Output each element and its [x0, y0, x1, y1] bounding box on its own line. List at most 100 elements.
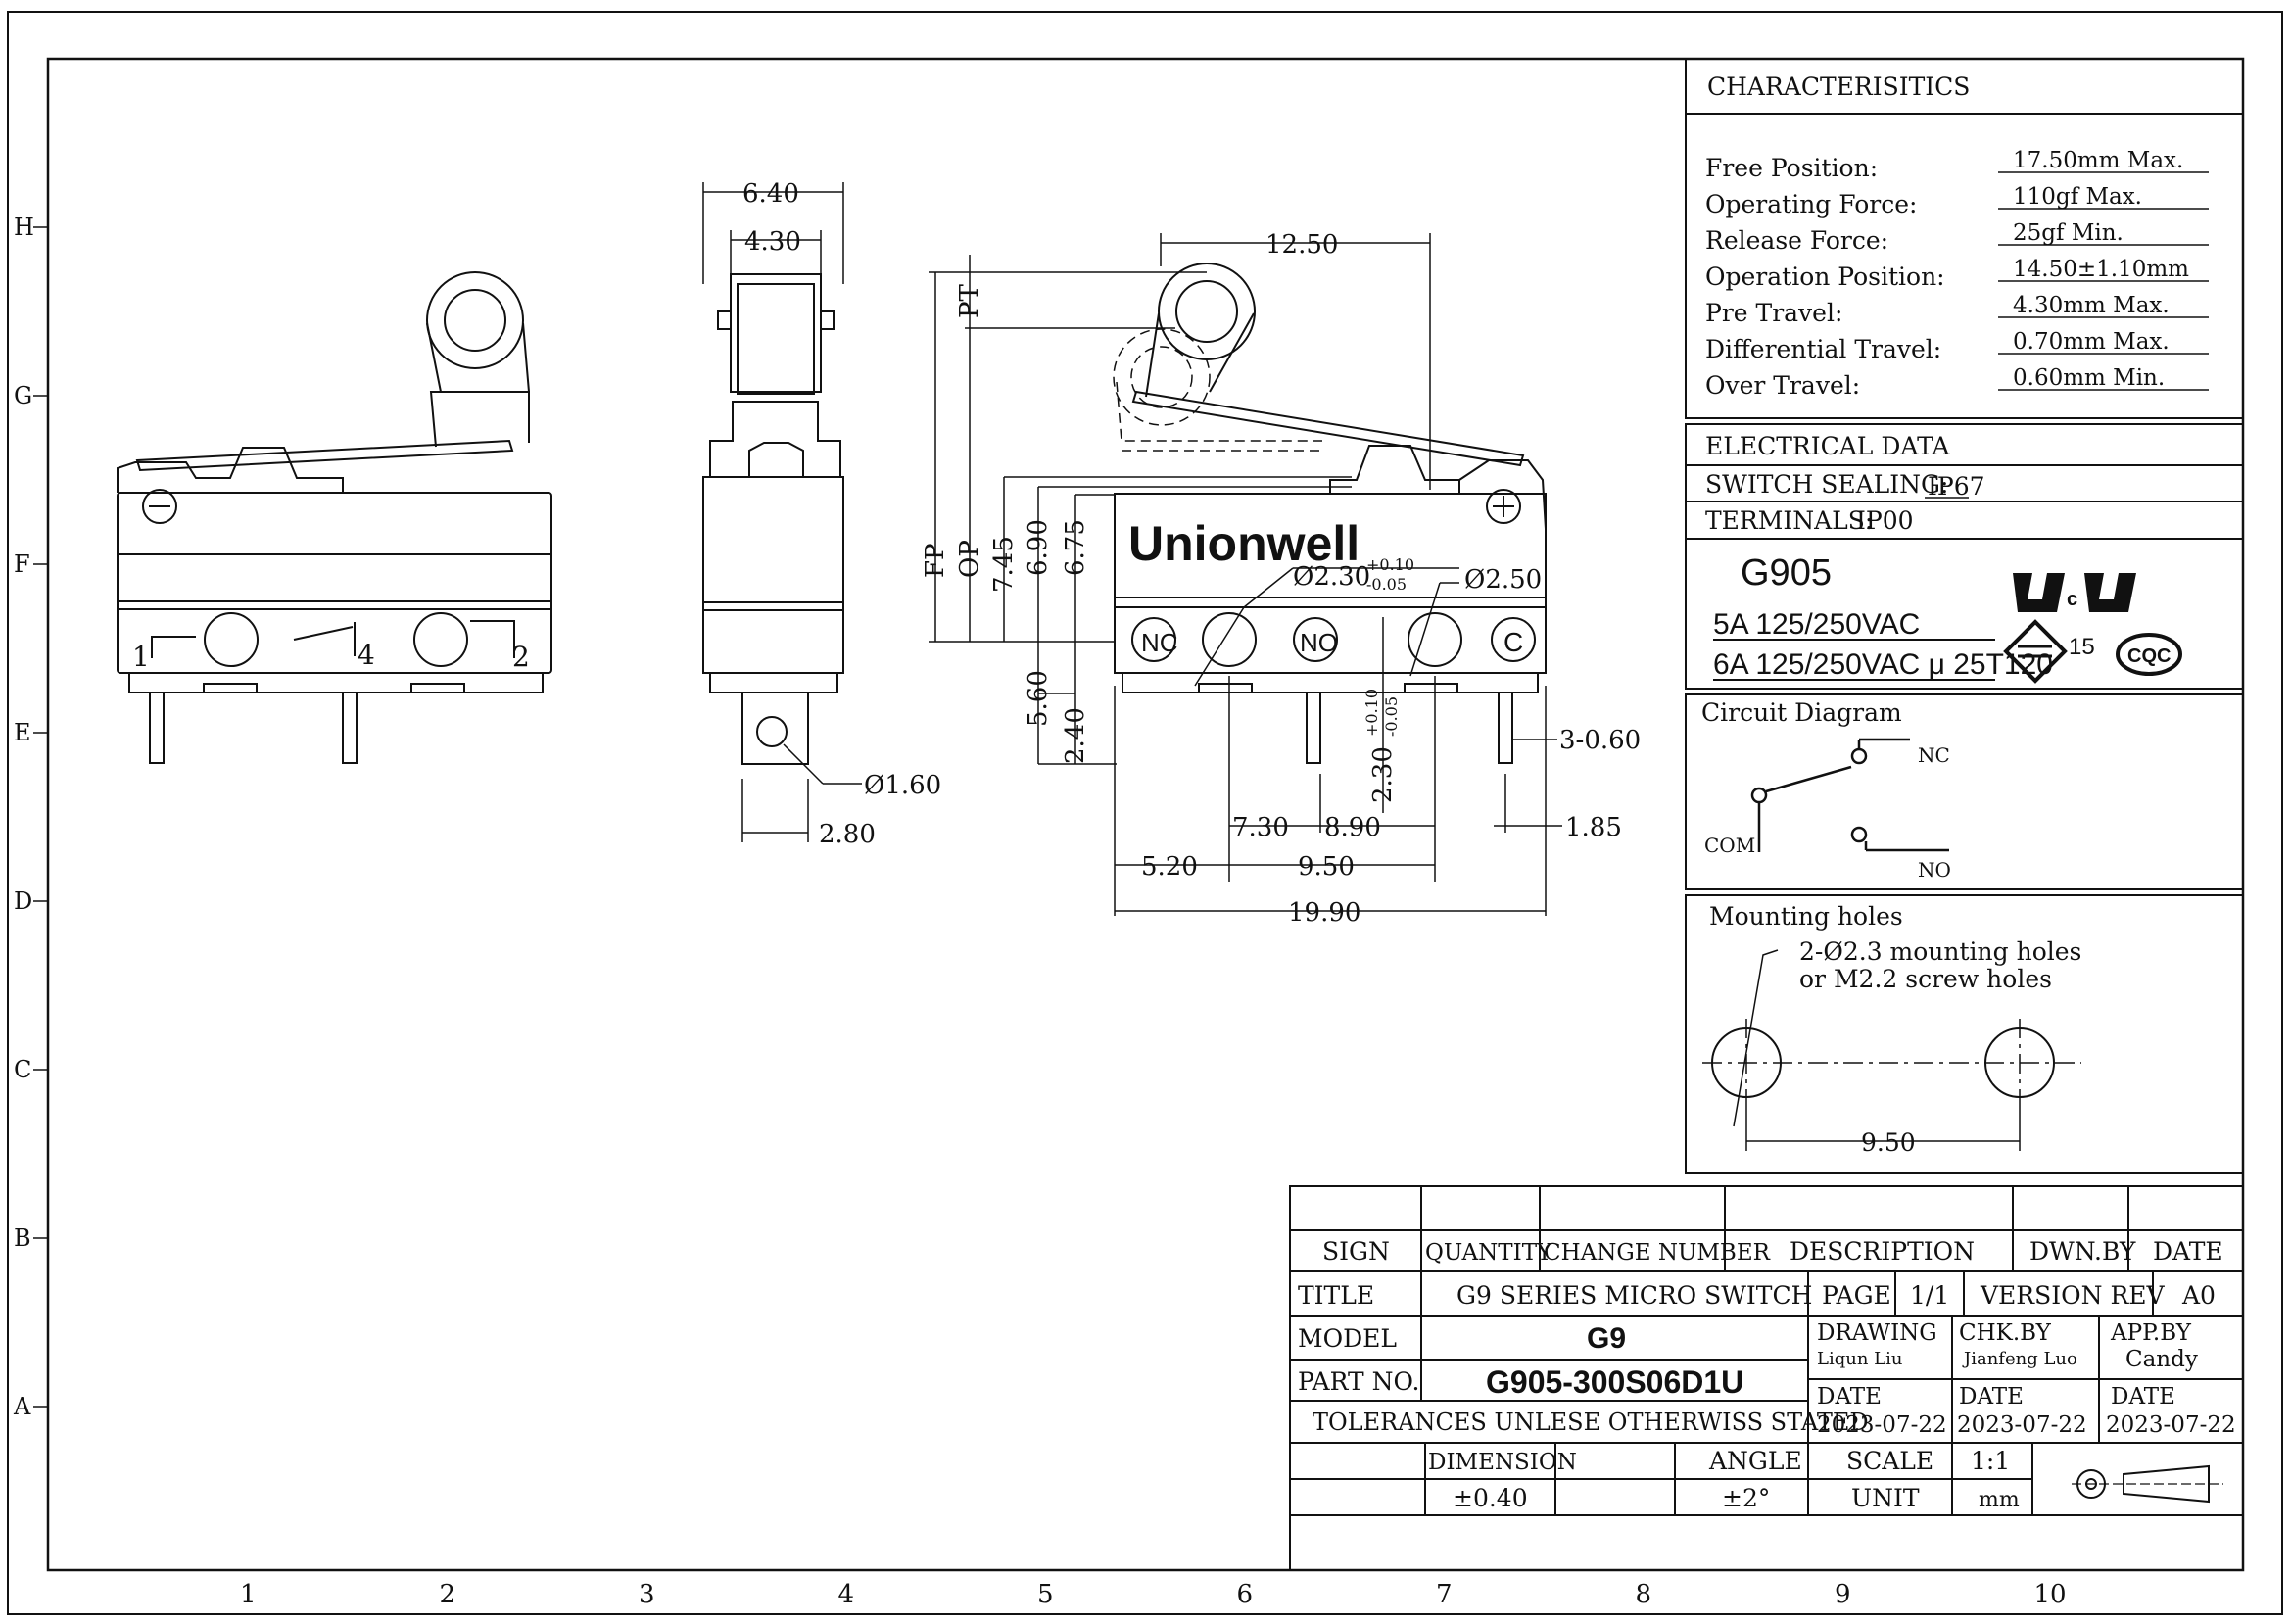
tb-dim-tol: ±0.40: [1453, 1484, 1528, 1512]
dim-front-7-45: 7.45: [989, 536, 1019, 593]
char-label: Operation Position:: [1705, 263, 1945, 291]
grid-row-A: A: [13, 1393, 31, 1420]
cqc-logo-icon: [2116, 633, 2182, 676]
tb-date-value-2: 2023-07-22: [1957, 1412, 2087, 1438]
tb-part-value: G905-300S06D1U: [1486, 1364, 1743, 1400]
dim-side-offset: 2.80: [819, 820, 876, 849]
characteristics-rows: Free Position:17.50mm Max.Operating Forc…: [1705, 148, 2209, 400]
tb-quantity: QUANTITY: [1425, 1240, 1552, 1266]
grid-col-3: 3: [639, 1580, 655, 1609]
grid-col-9: 9: [1835, 1580, 1851, 1609]
tb-drawing-name: Liqun Liu: [1817, 1349, 1902, 1369]
title-block-grid: [1289, 1185, 2244, 1571]
grid-col-5: 5: [1037, 1580, 1054, 1609]
cqc-text: CQC: [2127, 645, 2171, 667]
characteristics-title: CHARACTERISITICS: [1707, 72, 1970, 101]
tb-date-value-3: 2023-07-22: [2106, 1412, 2236, 1438]
tb-model-label: MODEL: [1298, 1324, 1397, 1353]
dim-front-op: OP: [955, 540, 984, 578]
sealing-value: IP67: [1928, 472, 1985, 501]
circuit-nc: NC: [1918, 743, 1950, 767]
grid-col-4: 4: [838, 1580, 855, 1609]
dim-front-thickness: 3-0.60: [1559, 726, 1641, 755]
dim-front-tol-minus: -0.05: [1366, 575, 1407, 594]
tb-app-label: APP.BY: [2110, 1320, 2192, 1346]
grid-row-D: D: [14, 887, 32, 915]
char-value: 0.70mm Max.: [2013, 329, 2170, 355]
grid-col-6: 6: [1237, 1580, 1254, 1609]
char-value: 14.50±1.10mm: [2013, 257, 2189, 282]
mounting-spacing: 9.50: [1861, 1128, 1916, 1157]
terminals-value: IP00: [1856, 506, 1914, 535]
front-view-dims: [929, 233, 1562, 916]
dim-front-fp: FP: [921, 543, 950, 578]
tb-date-value-1: 2023-07-22: [1817, 1412, 1947, 1438]
tb-chk-name: Jianfeng Luo: [1962, 1349, 2077, 1369]
grid-col-7: 7: [1436, 1580, 1453, 1609]
terminal-label-4: 4: [358, 639, 375, 671]
dim-front-19-90: 19.90: [1288, 898, 1360, 928]
char-value: 25gf Min.: [2013, 220, 2124, 246]
tb-version-value: A0: [2181, 1281, 2216, 1310]
tb-title-label: TITLE: [1298, 1281, 1374, 1310]
circuit-diagram: [1750, 738, 1949, 852]
tb-page-label: PAGE: [1822, 1281, 1891, 1310]
dim-front-hole-small: Ø2.30: [1293, 562, 1370, 592]
side-view-dims: [702, 182, 862, 842]
tb-version-label: VERSION REV: [1980, 1281, 2166, 1310]
front-view-dashed: [1113, 328, 1322, 452]
dim-side-width-inner: 4.30: [744, 227, 801, 257]
tb-part-label: PART NO.: [1298, 1367, 1419, 1396]
terminals-label: TERMINALS:: [1705, 506, 1873, 535]
char-value: 4.30mm Max.: [2013, 293, 2170, 318]
tb-model-value: G9: [1587, 1322, 1626, 1355]
dim-front-pt: PT: [955, 284, 984, 318]
terminal-label-1: 1: [132, 641, 150, 673]
circuit-title: Circuit Diagram: [1701, 698, 1902, 727]
tb-description: DESCRIPTION: [1790, 1237, 1975, 1266]
tb-scale-label: SCALE: [1846, 1447, 1933, 1475]
dim-front-6-75: 6.75: [1061, 519, 1090, 576]
tb-chk-label: CHK.BY: [1959, 1320, 2052, 1346]
dim-front-hole-large: Ø2.50: [1464, 565, 1542, 595]
circuit-com: COM: [1704, 834, 1755, 857]
grid-row-E: E: [14, 719, 31, 746]
side-view: [702, 273, 844, 765]
grid-row-H: H: [14, 214, 34, 241]
char-label: Over Travel:: [1705, 371, 1860, 400]
dim-side-hole: Ø1.60: [864, 771, 941, 800]
dim-front-2-40: 2.40: [1061, 707, 1090, 764]
dim-front-vert-hole: 2.30: [1368, 746, 1398, 803]
tb-angle-tol: ±2°: [1722, 1484, 1770, 1512]
dim-front-tol-plus: +0.10: [1366, 555, 1414, 574]
char-label: Operating Force:: [1705, 190, 1917, 218]
ul-logo-icon: c: [2013, 573, 2136, 612]
outer-frame: [7, 11, 2283, 1615]
dim-front-7-30: 7.30: [1232, 813, 1289, 842]
dim-front-vert-tol-plus: +0.10: [1362, 689, 1381, 737]
char-value: 17.50mm Max.: [2013, 148, 2183, 173]
tb-dwn-by: DWN.BY: [2029, 1237, 2136, 1266]
dim-front-9-50: 9.50: [1298, 852, 1355, 882]
tb-unit-value: mm: [1979, 1488, 2020, 1512]
terminal-label-nc: NC: [1141, 628, 1178, 657]
tb-page-value: 1/1: [1910, 1281, 1949, 1310]
tb-unit-label: UNIT: [1851, 1484, 1920, 1512]
grid-col-1: 1: [240, 1580, 257, 1609]
rating-1: 5A 125/250VAC: [1713, 608, 1920, 641]
circuit-no: NO: [1918, 858, 1951, 882]
tb-date-label-3: DATE: [2111, 1384, 2175, 1409]
tb-sign: SIGN: [1322, 1237, 1390, 1266]
mounting-note-2: or M2.2 screw holes: [1799, 965, 2052, 993]
terminal-label-2: 2: [512, 641, 530, 673]
dim-side-width-outer: 6.40: [742, 179, 799, 209]
sealing-label: SWITCH SEALING:: [1705, 470, 1948, 499]
tb-drawing-label: DRAWING: [1817, 1320, 1937, 1346]
grid-row-G: G: [14, 382, 32, 409]
tb-dimension: DIMENSION: [1428, 1450, 1577, 1475]
tb-app-name: Candy: [2125, 1347, 2198, 1372]
dim-front-8-90: 8.90: [1324, 813, 1381, 842]
